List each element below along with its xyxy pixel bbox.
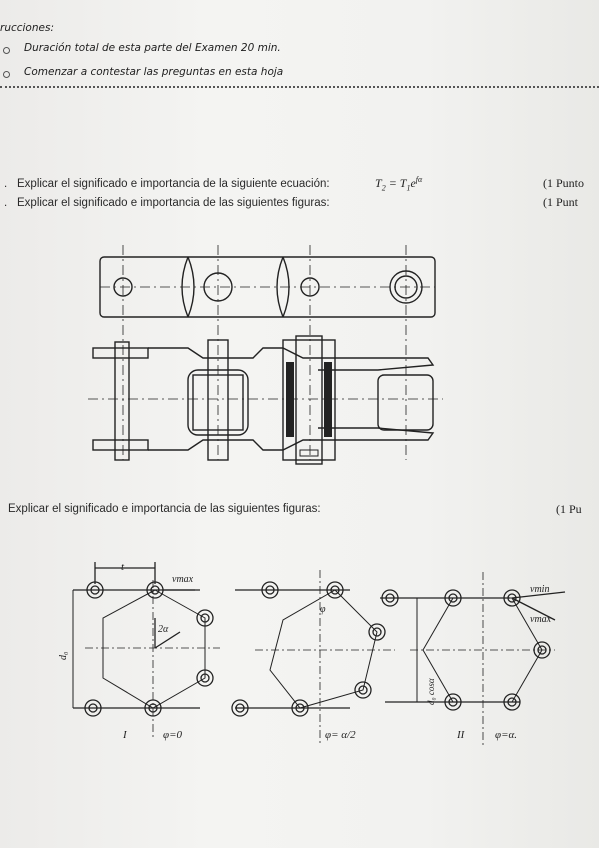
instruction-item-duration: Duración total de esta parte del Examen …	[24, 42, 281, 54]
question-1-equation: T2 = T1efα	[375, 175, 423, 193]
label-case-2-phi: φ= α/2	[325, 729, 356, 741]
question-1-number: .	[4, 178, 8, 190]
instruction-item-start: Comenzar a contestar las preguntas en es…	[24, 66, 284, 78]
bullet-icon	[3, 47, 10, 54]
label-case-1-phi: φ=0	[163, 729, 183, 741]
label-vmax-2: vmax	[530, 614, 552, 625]
label-phi: φ	[320, 604, 326, 615]
question-2-text: Explicar el significado e importancia de…	[17, 197, 330, 209]
label-pitch: t	[121, 561, 125, 573]
label-d0: d₀	[58, 651, 69, 660]
label-vmin: vmin	[530, 584, 549, 595]
question-3-text: Explicar el significado e importancia de…	[8, 503, 321, 515]
question-2-number: .	[4, 197, 8, 209]
label-case-3-number: II	[456, 729, 466, 741]
roller-chain-figure	[88, 245, 443, 465]
question-2-points: (1 Punt	[543, 195, 579, 209]
label-case-3-phi: φ=α.	[495, 729, 517, 741]
instructions-title: rucciones:	[0, 22, 54, 34]
label-case-1-number: I	[122, 729, 128, 741]
label-vmax-1: vmax	[172, 574, 194, 585]
question-3-points: (1 Pu	[556, 502, 582, 516]
sprocket-chain-figures: t vmax 2α d₀ I φ=0 φ φ= α/2 vmin vmax d₀…	[58, 561, 566, 745]
question-1-text: Explicar el significado e importancia de…	[17, 178, 330, 190]
separator-dotted-line	[0, 86, 599, 88]
label-d0cos: d₀ cosα	[426, 678, 436, 705]
label-two-alpha: 2α	[158, 624, 169, 635]
question-1-points: (1 Punto	[543, 176, 585, 190]
bullet-icon	[3, 71, 10, 78]
